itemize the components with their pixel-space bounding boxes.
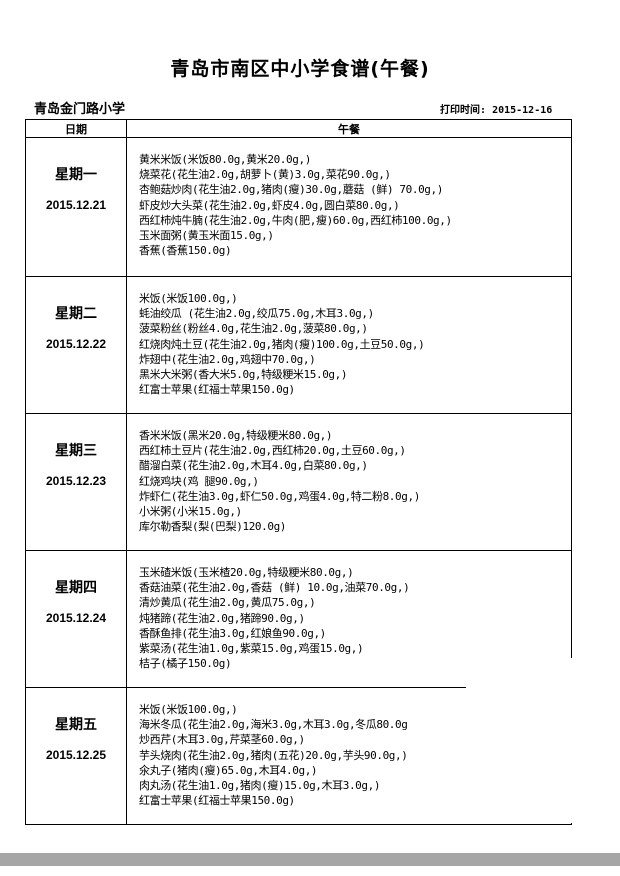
day-cell: 星期一 2015.12.21	[25, 137, 127, 277]
weekday-label: 星期三	[55, 443, 97, 459]
dish-item: 烧菜花(花生油2.0g,胡萝卜(黄)3.0g,菜花90.0g,)	[139, 168, 391, 182]
dish-item: 菠菜粉丝(粉丝4.0g,花生油2.0g,菠菜80.0g,)	[139, 322, 368, 336]
print-date: 2015-12-16	[492, 105, 553, 116]
dish-item: 玉米面粥(黄玉米面15.0g,)	[139, 229, 274, 243]
dish-item: 醋溜白菜(花生油2.0g,木耳4.0g,白菜80.0g,)	[139, 459, 368, 473]
dish-item: 肉丸汤(花生油1.0g,猪肉(瘦)15.0g,木耳3.0g,)	[139, 779, 381, 793]
dish-list: 黄米米饭(米饭80.0g,黄米20.0g,) 烧菜花(花生油2.0g,胡萝卜(黄)…	[139, 152, 569, 258]
dish-item: 蚝油绞瓜 (花生油2.0g,绞瓜75.0g,木耳3.0g,)	[139, 307, 374, 321]
day-cell: 星期五 2015.12.25	[25, 687, 127, 825]
dish-item: 虾皮炒大头菜(花生油2.0g,虾皮4.0g,圆白菜80.0g,)	[139, 198, 400, 212]
dish-item: 炸虾仁(花生油3.0g,虾仁50.0g,鸡蛋4.0g,特二粉8.0g,)	[139, 489, 420, 503]
dish-item: 红富士苹果(红福士苹果150.0g)	[139, 383, 295, 397]
print-label: 打印时间:	[440, 105, 487, 116]
dish-item: 氽丸子(猪肉(瘦)65.0g,木耳4.0g,)	[139, 763, 318, 777]
dish-item: 黑米大米粥(香大米5.0g,特级粳米15.0g,)	[139, 368, 348, 382]
print-info: 打印时间: 2015-12-16	[440, 101, 552, 116]
lunch-column-header: 午餐	[126, 119, 572, 138]
dish-item: 黄米米饭(米饭80.0g,黄米20.0g,)	[139, 153, 311, 166]
dish-list: 米饭(米饭100.0g,) 蚝油绞瓜 (花生油2.0g,绞瓜75.0g,木耳3.0…	[139, 291, 569, 397]
dish-list: 米饭(米饭100.0g,) 海米冬瓜(花生油2.0g,海米3.0g,木耳3.0g,…	[139, 702, 569, 808]
dish-list: 香米米饭(黑米20.0g,特级粳米80.0g,) 西红柿土豆片(花生油2.0g,西…	[139, 428, 569, 534]
weekday-label: 星期五	[55, 717, 97, 733]
day-cell: 星期三 2015.12.23	[25, 413, 127, 551]
weekday-label: 星期一	[55, 167, 97, 183]
dish-item: 香菇油菜(花生油2.0g,香菇 (鲜) 10.0g,油菜70.0g,)	[139, 581, 410, 595]
menu-cell: 米饭(米饭100.0g,) 蚝油绞瓜 (花生油2.0g,绞瓜75.0g,木耳3.0…	[126, 276, 572, 414]
dish-item: 玉米碴米饭(玉米楂20.0g,特级粳米80.0g,)	[139, 566, 354, 579]
header-row: 日期 午餐	[25, 119, 572, 138]
dish-item: 香酥鱼排(花生油3.0g,红娘鱼90.0g,)	[139, 626, 326, 640]
page-title: 青岛市南区中小学食谱(午餐)	[170, 58, 430, 80]
dish-item: 炸翅中(花生油2.0g,鸡翅中70.0g,)	[139, 352, 316, 366]
date-column-header: 日期	[25, 119, 127, 138]
dish-item: 米饭(米饭100.0g,)	[139, 703, 238, 716]
menu-cell: 黄米米饭(米饭80.0g,黄米20.0g,) 烧菜花(花生油2.0g,胡萝卜(黄)…	[126, 137, 572, 277]
scan-gap	[571, 658, 579, 684]
school-name: 青岛金门路小学	[34, 102, 126, 117]
weekday-label: 星期二	[55, 306, 97, 322]
dish-item: 香蕉(香蕉150.0g)	[139, 244, 232, 258]
dish-item: 红烧肉炖土豆(花生油2.0g,猪肉(瘦)100.0g,土豆50.0g,)	[139, 337, 425, 351]
dish-item: 米饭(米饭100.0g,)	[139, 292, 238, 305]
dish-item: 西红柿土豆片(花生油2.0g,西红柿20.0g,土豆60.0g,)	[139, 444, 406, 458]
menu-cell: 香米米饭(黑米20.0g,特级粳米80.0g,) 西红柿土豆片(花生油2.0g,西…	[126, 413, 572, 551]
dish-item: 海米冬瓜(花生油2.0g,海米3.0g,木耳3.0g,冬瓜80.0g	[139, 718, 408, 732]
day-row: 星期二 2015.12.22 米饭(米饭100.0g,) 蚝油绞瓜 (花生油2.0g,…	[25, 276, 572, 414]
dish-item: 库尔勒香梨(梨(巴梨)120.0g)	[139, 520, 287, 534]
menu-table: 日期 午餐 星期一 2015.12.21 黄米米饭(米饭80.0g,黄米20.0g,…	[25, 119, 572, 825]
date-label: 2015.12.23	[45, 474, 107, 488]
dish-item: 紫菜汤(花生油1.0g,紫菜15.0g,鸡蛋15.0g,)	[139, 642, 364, 656]
day-row: 星期四 2015.12.24 玉米碴米饭(玉米楂20.0g,特级粳米80.0g,) 香…	[25, 550, 572, 688]
dish-item: 红烧鸡块(鸡 腿90.0g,)	[139, 474, 259, 488]
weekday-label: 星期四	[55, 580, 97, 596]
date-label: 2015.12.25	[45, 748, 107, 762]
day-cell: 星期二 2015.12.22	[25, 276, 127, 414]
dish-item: 清炒黄瓜(花生油2.0g,黄瓜75.0g,)	[139, 596, 316, 610]
dish-item: 炒西芹(木耳3.0g,芹菜茎60.0g,)	[139, 733, 305, 747]
day-row: 星期三 2015.12.23 香米米饭(黑米20.0g,特级粳米80.0g,) 西红柿…	[25, 413, 572, 551]
dish-item: 香米米饭(黑米20.0g,特级粳米80.0g,)	[139, 429, 333, 442]
dish-item: 西红柿炖牛腩(花生油2.0g,牛肉(肥,瘦)60.0g,西红柿100.0g,)	[139, 213, 452, 227]
dish-item: 芋头烧肉(花生油2.0g,猪肉(五花)20.0g,芋头90.0g,)	[139, 748, 408, 762]
dish-list: 玉米碴米饭(玉米楂20.0g,特级粳米80.0g,) 香菇油菜(花生油2.0g,香…	[139, 565, 569, 671]
dish-item: 炖猪蹄(花生油2.0g,猪蹄90.0g,)	[139, 611, 305, 625]
date-label: 2015.12.21	[45, 198, 107, 212]
day-row: 星期一 2015.12.21 黄米米饭(米饭80.0g,黄米20.0g,) 烧菜花(花…	[25, 137, 572, 277]
date-label: 2015.12.24	[45, 611, 107, 625]
date-label: 2015.12.22	[45, 337, 107, 351]
day-cell: 星期四 2015.12.24	[25, 550, 127, 688]
dish-item: 桔子(橘子150.0g)	[139, 657, 232, 671]
dish-item: 小米粥(小米15.0g,)	[139, 505, 242, 519]
dish-item: 杏鲍菇炒肉(花生油2.0g,猪肉(瘦)30.0g,蘑菇 (鲜) 70.0g,)	[139, 183, 443, 197]
page-bottom-bar	[0, 853, 620, 866]
dish-item: 红富士苹果(红福士苹果150.0g)	[139, 794, 295, 808]
scan-gap	[466, 683, 579, 823]
menu-cell: 玉米碴米饭(玉米楂20.0g,特级粳米80.0g,) 香菇油菜(花生油2.0g,香…	[126, 550, 572, 688]
